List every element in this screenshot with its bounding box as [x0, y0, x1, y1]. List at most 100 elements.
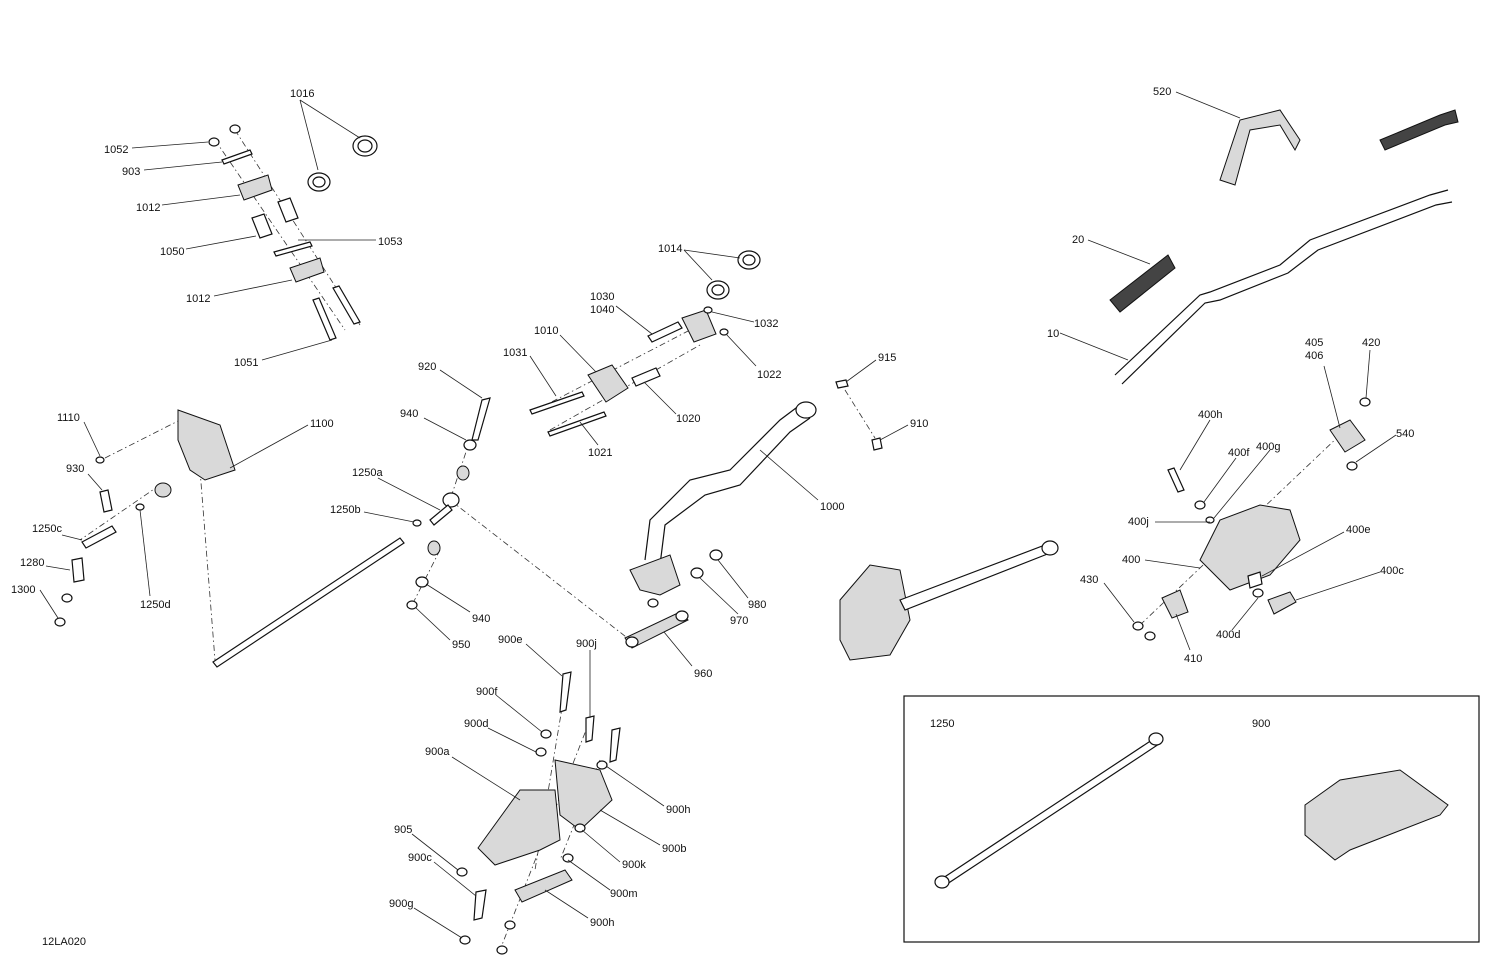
nut-1052-b — [229, 124, 241, 134]
callout-400c: 400c — [1380, 565, 1404, 577]
callout-900h-lower: 900h — [590, 917, 614, 929]
inset-label-900: 900 — [1252, 718, 1270, 730]
callout-1032: 1032 — [754, 318, 778, 330]
callout-900h-upper: 900h — [666, 804, 690, 816]
nut-905 — [456, 867, 468, 877]
callout-1300: 1300 — [11, 584, 35, 596]
link-900h — [514, 869, 573, 903]
callout-1012-upper: 1012 — [136, 202, 160, 214]
lever-1250a — [442, 492, 460, 508]
screw-540 — [1346, 461, 1358, 471]
callout-1051: 1051 — [234, 357, 258, 369]
bolt-1051-a — [312, 297, 337, 341]
center-linkage-group — [406, 397, 689, 649]
column-clamp-group — [208, 124, 378, 341]
callout-950: 950 — [452, 639, 470, 651]
callout-400h: 400h — [1198, 409, 1222, 421]
washer-1250d — [135, 503, 145, 511]
callout-900a: 900a — [425, 746, 450, 758]
callout-940-low: 940 — [472, 613, 490, 625]
nut-1022 — [719, 328, 729, 336]
housing-1100 — [177, 409, 236, 481]
callout-900e: 900e — [498, 634, 522, 646]
callout-900b: 900b — [662, 843, 686, 855]
lower-bracket-group — [456, 671, 621, 955]
sleeve-1050-b — [277, 197, 299, 223]
callout-labels: 1016 1052 903 1012 1050 1053 1012 1051 1… — [11, 86, 1414, 948]
callout-900k: 900k — [622, 859, 646, 871]
washer-400j — [1205, 516, 1215, 524]
bolt-column — [647, 598, 659, 608]
bracket-405 — [1329, 419, 1366, 453]
housing-right — [839, 564, 911, 661]
bolt-920 — [471, 397, 491, 441]
callout-900m: 900m — [610, 888, 638, 900]
callout-400e: 400e — [1346, 524, 1370, 536]
bushing-1100 — [154, 482, 172, 498]
nut-1110 — [95, 456, 105, 464]
callout-960: 960 — [694, 668, 712, 680]
callout-540: 540 — [1396, 428, 1414, 440]
callout-1250a: 1250a — [352, 467, 383, 479]
bolt-900e — [559, 671, 572, 713]
plate-1053 — [273, 241, 313, 257]
callout-1031: 1031 — [503, 347, 527, 359]
washer-1250b — [412, 519, 422, 527]
callout-1000: 1000 — [820, 501, 844, 513]
bracket-900b — [554, 759, 613, 831]
lower-steering-group — [1132, 397, 1371, 641]
handle-520 — [1219, 109, 1301, 186]
clamp-1012-upper — [237, 174, 273, 201]
callout-900j: 900j — [576, 638, 597, 650]
center-clamp-group — [529, 250, 761, 437]
bolt-1051-b — [332, 285, 361, 325]
callout-900d: 900d — [464, 718, 488, 730]
grip-520-b — [1379, 109, 1459, 151]
part-400e — [1247, 571, 1263, 589]
callout-915: 915 — [878, 352, 896, 364]
callout-1250d: 1250d — [140, 599, 171, 611]
callout-1016: 1016 — [290, 88, 314, 100]
callout-910: 910 — [910, 418, 928, 430]
nut-1300 — [54, 617, 66, 627]
washer-970 — [690, 567, 704, 579]
callout-20: 20 — [1072, 234, 1084, 246]
washer-900g — [459, 935, 471, 945]
callout-1250b: 1250b — [330, 504, 361, 516]
bolt-930 — [99, 489, 113, 513]
clamp-1030-1040 — [681, 309, 717, 343]
bolt-1280 — [71, 557, 85, 583]
clamp-410 — [1161, 589, 1189, 619]
rod-end-1250c — [81, 525, 117, 549]
callout-905: 905 — [394, 824, 412, 836]
bolt-900j-b — [609, 727, 621, 763]
screw-910 — [871, 437, 883, 451]
plate-903 — [221, 149, 253, 165]
nut-950 — [406, 600, 418, 610]
callout-920: 920 — [418, 361, 436, 373]
callout-400j: 400j — [1128, 516, 1149, 528]
grip-20 — [1109, 254, 1176, 313]
callout-1020: 1020 — [676, 413, 700, 425]
bolt-420 — [1359, 397, 1371, 407]
callout-400g: 400g — [1256, 441, 1280, 453]
callout-520: 520 — [1153, 86, 1171, 98]
inset-label-1250: 1250 — [930, 718, 954, 730]
callout-980: 980 — [748, 599, 766, 611]
callout-900c: 900c — [408, 852, 432, 864]
callout-1100: 1100 — [310, 418, 334, 430]
callout-1012-lower: 1012 — [186, 293, 210, 305]
pin-1040 — [647, 321, 683, 343]
sleeve-1050-a — [251, 213, 273, 239]
diagram-id: 12LA020 — [42, 936, 86, 948]
callout-1110: 1110 — [57, 412, 80, 424]
tie-rod-right — [899, 544, 1051, 611]
washer-900m — [562, 853, 574, 863]
bolt-1031 — [529, 391, 585, 415]
inset-tie-rod-1250 — [939, 737, 1160, 887]
inset-box — [903, 695, 1480, 943]
bolt-900j — [585, 715, 595, 743]
callout-430: 430 — [1080, 574, 1098, 586]
inset-bracket-900 — [1304, 769, 1449, 861]
